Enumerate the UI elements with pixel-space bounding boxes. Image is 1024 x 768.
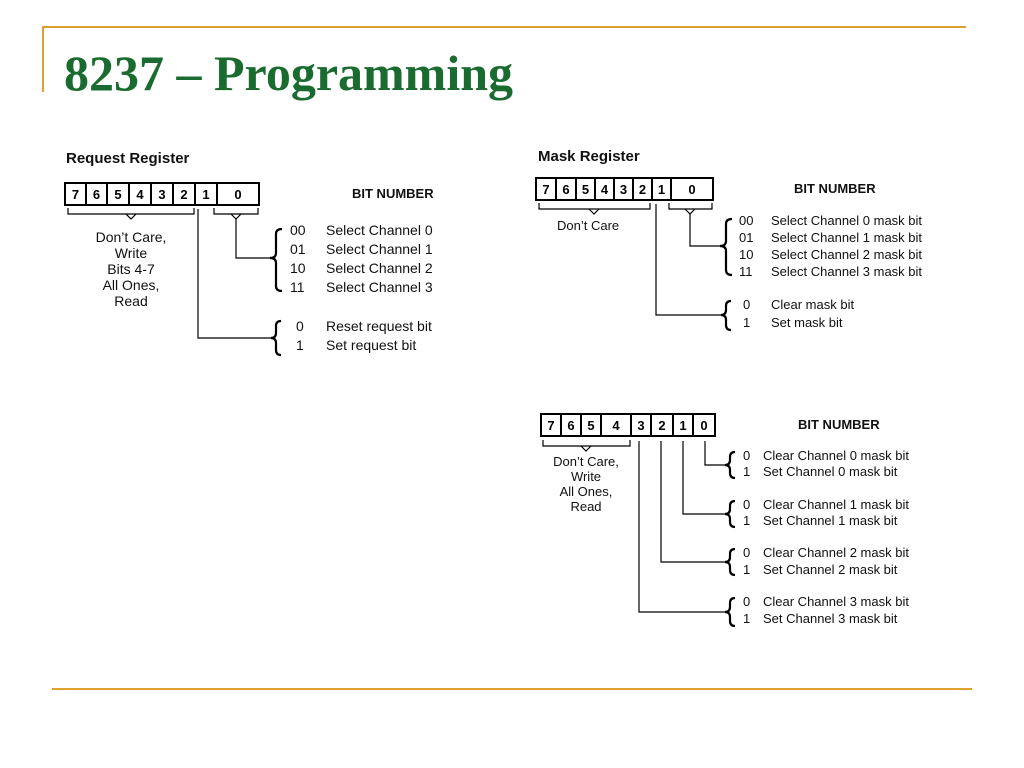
all-mask-bit-3: 3 [630,413,652,437]
all-mask-dont-care-line: All Ones, [559,484,613,499]
all-mask-bit-7: 7 [540,413,562,437]
all-mask-dont-care-note: Don’t Care, Write All Ones, Read [542,454,630,514]
request-dont-care-line: Don’t Care, [95,229,167,245]
all-mask-code: 0 [743,497,751,512]
mask-bit-4: 4 [594,177,615,201]
all-mask-code: 0 [743,545,751,560]
all-mask-label: Clear Channel 3 mask bit [763,594,909,609]
all-mask-bit-0: 0 [692,413,716,437]
all-mask-bit-4: 4 [600,413,632,437]
all-mask-label: Set Channel 2 mask bit [763,562,898,577]
mask-bit-7: 7 [535,177,557,201]
mask-channel-code: 00 [739,213,754,228]
request-bit-6: 6 [85,182,108,206]
mask-bit-3: 3 [613,177,634,201]
request-bit-1: 1 [194,182,218,206]
mask-bit-code: 0 [743,297,751,312]
mask-bit-0: 0 [670,177,714,201]
mask-bit-5: 5 [575,177,596,201]
request-channel-code: 01 [290,241,306,257]
request-bit-7: 7 [64,182,87,206]
mask-channel-label: Select Channel 1 mask bit [771,230,923,245]
mask-bit-2: 2 [632,177,653,201]
all-mask-code: 1 [743,464,751,479]
request-channel-label: Select Channel 1 [326,241,433,257]
mask-bit-code: 1 [743,315,751,330]
mask-bit-1: 1 [651,177,672,201]
mask-channel-code: 01 [739,230,754,245]
mask-bit-label: Set mask bit [771,315,843,330]
mask-bit-label: Clear mask bit [771,297,855,312]
all-mask-code: 0 [743,448,751,463]
all-mask-code: 1 [743,611,751,626]
all-mask-label: Clear Channel 2 mask bit [763,545,909,560]
all-mask-code: 1 [743,562,751,577]
all-mask-label: Clear Channel 0 mask bit [763,448,909,463]
all-mask-label: Set Channel 3 mask bit [763,611,898,626]
all-mask-dont-care-line: Don’t Care, [553,454,619,469]
mask-channel-label: Select Channel 3 mask bit [771,264,923,279]
request-bit-label: Set request bit [326,337,417,353]
request-dont-care-line: Write [114,245,148,261]
request-channel-label: Select Channel 0 [326,222,433,238]
request-bit-2: 2 [172,182,196,206]
bottom-rule [52,688,972,690]
all-mask-bit-2: 2 [650,413,674,437]
mask-bit-number-label: BIT NUMBER [794,181,876,196]
slide-title: 8237 – Programming [64,45,514,101]
top-rule [42,26,966,28]
mask-register-heading: Mask Register [538,148,640,165]
request-dont-care-line: Read [114,293,148,309]
all-mask-code: 0 [743,594,751,609]
request-dont-care-note: Don’t Care, Write Bits 4-7 All Ones, Rea… [76,229,186,309]
request-bit-4: 4 [128,182,152,206]
mask-channel-code: 11 [739,264,753,279]
all-mask-code: 1 [743,513,751,528]
all-mask-bit-number-label: BIT NUMBER [798,417,880,432]
request-bit-0: 0 [216,182,260,206]
all-mask-bit-5: 5 [580,413,602,437]
request-channel-label: Select Channel 3 [326,279,433,295]
all-mask-dont-care-line: Read [570,499,602,514]
all-mask-dont-care-line: Write [570,469,602,484]
request-dont-care-line: Bits 4-7 [107,261,155,277]
request-channel-code: 10 [290,260,306,276]
request-bit-3: 3 [150,182,174,206]
mask-bit-6: 6 [555,177,577,201]
request-bit-number-label: BIT NUMBER [352,186,434,201]
request-dont-care-line: All Ones, [102,277,160,293]
request-channel-code: 00 [290,222,306,238]
request-bit-5: 5 [106,182,130,206]
request-bit-label: Reset request bit [326,318,432,334]
mask-channel-label: Select Channel 2 mask bit [771,247,923,262]
request-channel-label: Select Channel 2 [326,260,433,276]
all-mask-label: Set Channel 1 mask bit [763,513,898,528]
mask-channel-code: 10 [739,247,754,262]
request-bit-code: 0 [296,318,304,334]
all-mask-label: Clear Channel 1 mask bit [763,497,909,512]
all-mask-bit-1: 1 [672,413,694,437]
all-mask-bit-6: 6 [560,413,582,437]
request-bit-code: 1 [296,337,304,353]
request-register-heading: Request Register [66,150,190,167]
left-rule [42,26,44,92]
mask-channel-label: Select Channel 0 mask bit [771,213,923,228]
all-mask-label: Set Channel 0 mask bit [763,464,898,479]
mask-dont-care-note: Don’t Care [557,218,620,233]
request-channel-code: 11 [290,279,305,295]
